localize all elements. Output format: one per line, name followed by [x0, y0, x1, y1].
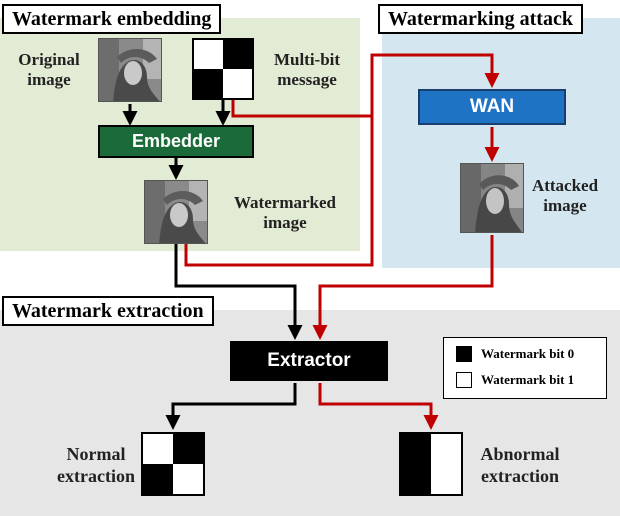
watermarked-image-label: Watermarked image: [234, 193, 336, 232]
black-square-icon: [456, 346, 472, 362]
legend: Watermark bit 0 Watermark bit 1: [443, 337, 607, 399]
legend-item-bit1: Watermark bit 1: [456, 372, 574, 388]
multibit-message-label: Multi-bit message: [273, 50, 341, 89]
portrait-image-icon: [461, 164, 523, 232]
wire-extractor-to-abnormal: [318, 383, 439, 430]
original-image-thumbnail: [98, 38, 162, 102]
portrait-image-icon: [99, 39, 161, 101]
wire-attacked-to-extractor: [312, 235, 494, 340]
embedder-block: Embedder: [98, 125, 254, 158]
normal-extraction-label: Normal extraction: [57, 444, 135, 486]
white-square-icon: [456, 372, 472, 388]
multibit-message-pattern: [192, 38, 254, 100]
portrait-image-icon: [145, 181, 207, 243]
extraction-title: Watermark extraction: [2, 296, 214, 326]
abnormal-extraction-label: Abnormal extraction: [480, 444, 560, 486]
normal-extraction-pattern: [141, 432, 205, 496]
legend-item-bit0: Watermark bit 0: [456, 346, 574, 362]
attacked-image-label: Atta​cked image: [531, 176, 599, 215]
wan-block: WAN: [418, 89, 566, 125]
wire-watermarked-to-attack: [184, 116, 374, 267]
embedding-title: Watermark embedding: [2, 4, 222, 34]
legend-label-bit1: Watermark bit 1: [481, 372, 575, 387]
wire-message-to-wan: [231, 53, 500, 118]
legend-label-bit0: Watermark bit 0: [481, 346, 575, 361]
original-image-label: Original image: [18, 50, 80, 89]
watermarked-image-thumbnail: [144, 180, 208, 244]
wire-extractor-to-normal: [165, 383, 297, 430]
extractor-block: Extractor: [230, 341, 388, 381]
abnormal-extraction-pattern: [399, 432, 463, 496]
attack-title: Watermarking attack: [378, 4, 583, 34]
attacked-image-thumbnail: [460, 163, 524, 233]
wire-watermarked-to-extractor: [174, 244, 303, 340]
